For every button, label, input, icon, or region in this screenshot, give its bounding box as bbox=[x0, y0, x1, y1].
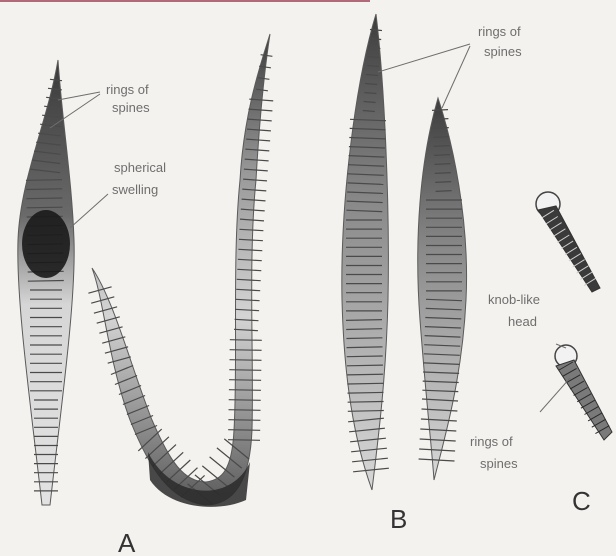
segment-ring bbox=[50, 79, 62, 80]
segment-ring bbox=[434, 164, 450, 165]
segment-ring bbox=[229, 410, 261, 411]
segment-ring bbox=[432, 119, 448, 120]
label-spherical-swelling: spherical swelling bbox=[112, 160, 170, 197]
segment-ring bbox=[432, 110, 448, 111]
segment-ring bbox=[348, 411, 384, 412]
panel-letter-b: B bbox=[390, 504, 407, 534]
segment-ring bbox=[26, 180, 62, 181]
segment-ring bbox=[26, 198, 62, 199]
segment-ring bbox=[347, 365, 383, 366]
segment-ring bbox=[435, 173, 451, 174]
segment-ring bbox=[348, 402, 384, 403]
segment-ring bbox=[229, 370, 261, 371]
label-rings-of-spines-c: rings of spines bbox=[470, 434, 518, 471]
worm-c-upper bbox=[536, 192, 600, 292]
segment-ring bbox=[230, 350, 262, 351]
worm-b-left bbox=[342, 14, 389, 490]
segment-ring bbox=[346, 329, 382, 330]
segment-ring bbox=[27, 207, 63, 208]
segment-ring bbox=[228, 440, 260, 441]
worm-b-right bbox=[418, 98, 467, 480]
segment-ring bbox=[346, 338, 382, 339]
panel-letter-a: A bbox=[118, 528, 136, 556]
segment-ring bbox=[433, 137, 449, 138]
segment-ring bbox=[28, 281, 64, 282]
segment-ring bbox=[228, 430, 260, 431]
segment-ring bbox=[261, 55, 273, 57]
segment-ring bbox=[347, 374, 383, 375]
segment-ring bbox=[229, 380, 261, 381]
label-rings-of-spines-a: rings of spines bbox=[106, 82, 152, 115]
segment-ring bbox=[347, 356, 383, 357]
segment-ring bbox=[230, 340, 262, 341]
segment-ring bbox=[346, 320, 382, 321]
label-knob-like-head: knob-like head bbox=[488, 292, 544, 329]
segment-ring bbox=[228, 420, 260, 421]
segment-ring bbox=[436, 191, 452, 192]
segment-ring bbox=[434, 146, 450, 147]
segment-ring bbox=[347, 383, 383, 384]
segment-ring bbox=[230, 360, 262, 361]
segment-ring bbox=[434, 155, 450, 156]
panel-letter-c: C bbox=[572, 486, 591, 516]
segment-ring bbox=[26, 189, 62, 190]
spherical-swelling bbox=[22, 210, 70, 278]
segment-ring bbox=[348, 392, 384, 393]
worm-c-lower bbox=[555, 345, 612, 440]
segment-ring bbox=[229, 400, 261, 401]
worm-a-straight bbox=[18, 60, 74, 505]
segment-ring bbox=[433, 128, 449, 129]
segment-ring bbox=[347, 347, 383, 348]
segment-ring bbox=[229, 390, 261, 391]
segment-ring bbox=[435, 182, 451, 183]
label-rings-of-spines-b: rings of spines bbox=[478, 24, 524, 59]
